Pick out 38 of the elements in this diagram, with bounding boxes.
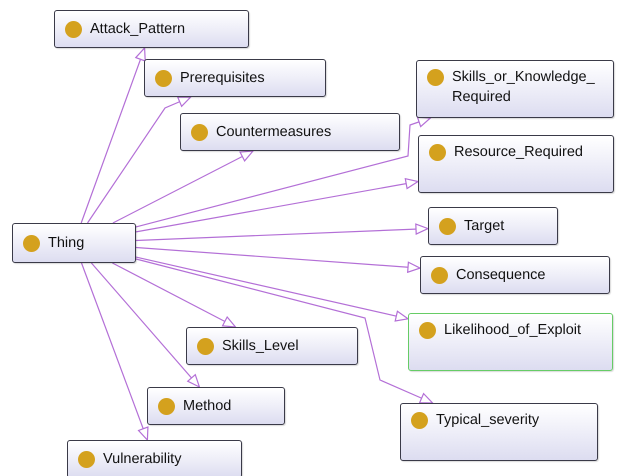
class-box (12, 223, 136, 263)
class-name: Resource_Required (454, 143, 583, 162)
arrow (80, 47, 146, 224)
arrow (80, 262, 148, 441)
arrow (112, 262, 236, 328)
arrow (136, 116, 431, 228)
class-box (420, 256, 610, 294)
arrow (136, 246, 421, 273)
class-box (186, 327, 358, 365)
arrow (136, 258, 434, 404)
class-box (428, 207, 558, 245)
class-box (418, 135, 614, 193)
arrow (90, 262, 200, 388)
arrow (112, 150, 254, 224)
class-name: Countermeasures (216, 123, 332, 142)
class-box (416, 60, 614, 118)
class-name: Thing (48, 234, 84, 253)
class-box (144, 59, 326, 97)
class-name: Attack_Pattern (90, 20, 186, 39)
class-box (54, 10, 249, 48)
arrow (87, 96, 192, 224)
class-name: Skills_or_Knowledge_Required (452, 68, 596, 107)
class-name: Consequence (456, 266, 546, 285)
class-name: Target (464, 217, 504, 236)
class-box (400, 403, 598, 461)
arrow (136, 224, 429, 242)
class-box (67, 440, 242, 476)
arrow (136, 256, 409, 322)
arrow (136, 178, 419, 232)
class-name: Skills_Level (222, 337, 299, 356)
class-box (180, 113, 400, 151)
class-box (147, 387, 285, 425)
class-name: Prerequisites (180, 69, 265, 88)
class-name: Likelihood_of_Exploit (444, 321, 582, 340)
class-name: Vulnerability (103, 450, 182, 469)
class-name: Typical_severity (436, 411, 540, 430)
class-box (408, 313, 613, 371)
class-name: Method (183, 397, 232, 416)
